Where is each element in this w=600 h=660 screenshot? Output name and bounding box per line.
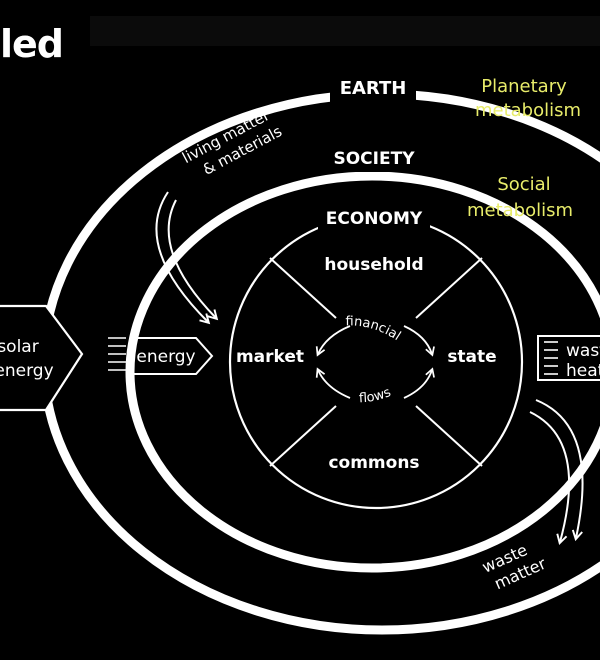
economy-label-gap <box>318 204 430 230</box>
sector-market: market <box>236 347 304 367</box>
waste-matter-arrow-outer <box>535 399 584 542</box>
solar-label-line1: solar <box>0 337 39 357</box>
financial-arrow-top-right <box>403 325 435 357</box>
social-metabolism-line2: metabolism <box>467 200 573 221</box>
sector-household: household <box>324 255 423 275</box>
living-matter-arrow-inner <box>167 199 219 321</box>
energy-label: energy <box>136 347 195 367</box>
earth-label: EARTH <box>340 78 407 99</box>
financial-arrow-top-left <box>315 325 351 357</box>
solar-energy-shape <box>0 304 84 412</box>
waste-heat-line2: heat <box>566 361 600 381</box>
energy-input-arrow <box>108 337 214 375</box>
planetary-metabolism-line1: Planetary <box>481 76 567 97</box>
financial-label: financial <box>346 314 404 344</box>
economy-label: ECONOMY <box>326 209 423 229</box>
financial-arrow-bottom-left <box>315 367 351 399</box>
solar-label-line2: energy <box>0 361 54 381</box>
financial-arrow-bottom-right <box>403 367 435 399</box>
divider-nw <box>269 257 337 319</box>
planetary-metabolism-line2: metabolism <box>475 100 581 121</box>
society-ring <box>125 171 600 573</box>
waste-matter-arrow-inner <box>529 411 571 546</box>
divider-ne <box>415 257 483 319</box>
living-matter-arrow-outer <box>155 191 211 325</box>
earth-label-gap <box>330 70 416 102</box>
flows-label: flows <box>358 385 393 406</box>
top-bar <box>90 16 600 46</box>
waste-heat-output-arrow <box>537 335 600 381</box>
sector-state: state <box>447 347 496 367</box>
social-metabolism-line1: Social <box>497 174 550 195</box>
waste-heat-line1: waste <box>566 341 600 361</box>
society-label-gap <box>322 142 426 172</box>
divider-se <box>415 405 483 467</box>
divider-sw <box>269 405 337 467</box>
slide-title: led <box>0 22 64 66</box>
society-label: SOCIETY <box>333 149 415 169</box>
sector-commons: commons <box>328 453 419 473</box>
